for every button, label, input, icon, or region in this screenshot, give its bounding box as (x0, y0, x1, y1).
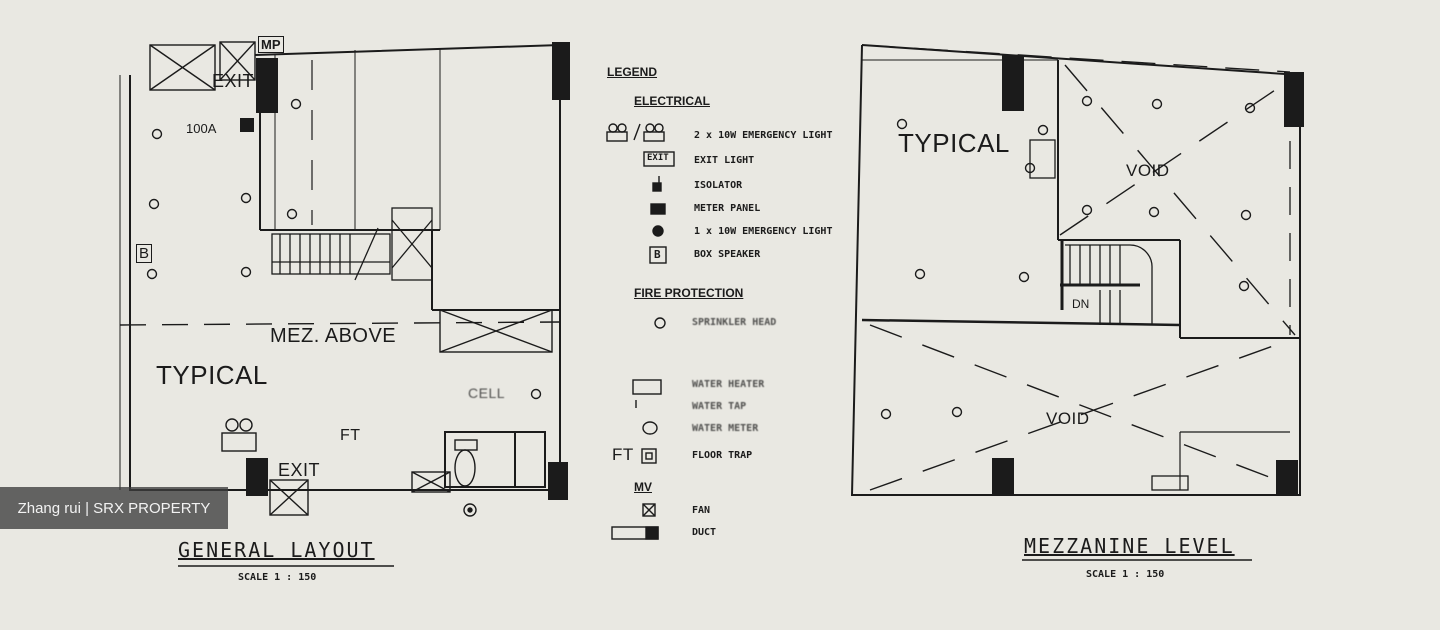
legend-item-floor-trap: FLOOR TRAP (692, 450, 753, 461)
general-typical-label: TYPICAL (156, 360, 268, 390)
legend-electrical-heading: ELECTRICAL (634, 94, 710, 108)
stair-down-label: DN (1072, 297, 1090, 311)
void-top-label: VOID (1126, 161, 1170, 180)
legend-item-fan: FAN (692, 505, 711, 516)
mezzanine-typical-label: TYPICAL (898, 128, 1010, 158)
meter-panel-label: MP (258, 36, 284, 53)
legend-item-isolator: ISOLATOR (694, 180, 743, 191)
mezzanine-level-scale: SCALE 1 : 150 (1086, 569, 1165, 580)
sprinkler-heads (146, 95, 1256, 420)
legend-item-water-meter: WATER METER (692, 423, 759, 434)
legend-item-2x-emergency-light: 2 x 10W EMERGENCY LIGHT (694, 130, 833, 141)
general-stair (271, 207, 433, 281)
box-speaker-label: B (136, 244, 153, 263)
legend-item-meter-panel: METER PANEL (694, 203, 761, 214)
legend-item-water-heater: WATER HEATER (692, 379, 765, 390)
exit-sign-bottom: EXIT (278, 460, 321, 480)
mezzanine-above-label: MEZ. ABOVE (270, 325, 397, 347)
legend-mv-heading: MV (634, 480, 652, 494)
photo-credit-watermark: Zhang rui | SRX PROPERTY (0, 487, 228, 529)
mezzanine-walls (850, 44, 1301, 496)
structural-columns (240, 42, 1304, 500)
box-speaker-icon: B (654, 248, 661, 261)
blurred-room-note: CELL (468, 385, 506, 401)
legend-item-water-tap: WATER TAP (692, 401, 747, 412)
mezzanine-level-title: MEZZANINE LEVEL (1024, 534, 1235, 558)
isolator-rating-label: 100A (186, 121, 217, 136)
legend-item-duct: DUCT (692, 527, 717, 538)
legend-item-sprinkler-head: SPRINKLER HEAD (692, 317, 777, 328)
legend-title: LEGEND (607, 65, 658, 79)
floor-trap-icon: FT (612, 445, 634, 464)
legend-item-exit-light: EXIT LIGHT (694, 155, 755, 166)
general-layout-scale: SCALE 1 : 150 (238, 572, 317, 583)
exit-light-icon: EXIT (647, 153, 669, 163)
floor-trap-label: FT (340, 427, 361, 444)
legend-fire-heading: FIRE PROTECTION (634, 286, 744, 300)
general-layout-title: GENERAL LAYOUT (178, 538, 375, 562)
exit-sign-top: EXIT (212, 71, 255, 91)
legend-symbols (178, 123, 1252, 567)
legend-item-box-speaker: BOX SPEAKER (694, 249, 761, 260)
legend-item-1x-emergency-light: 1 x 10W EMERGENCY LIGHT (694, 226, 833, 237)
void-bottom-label: VOID (1046, 409, 1090, 428)
